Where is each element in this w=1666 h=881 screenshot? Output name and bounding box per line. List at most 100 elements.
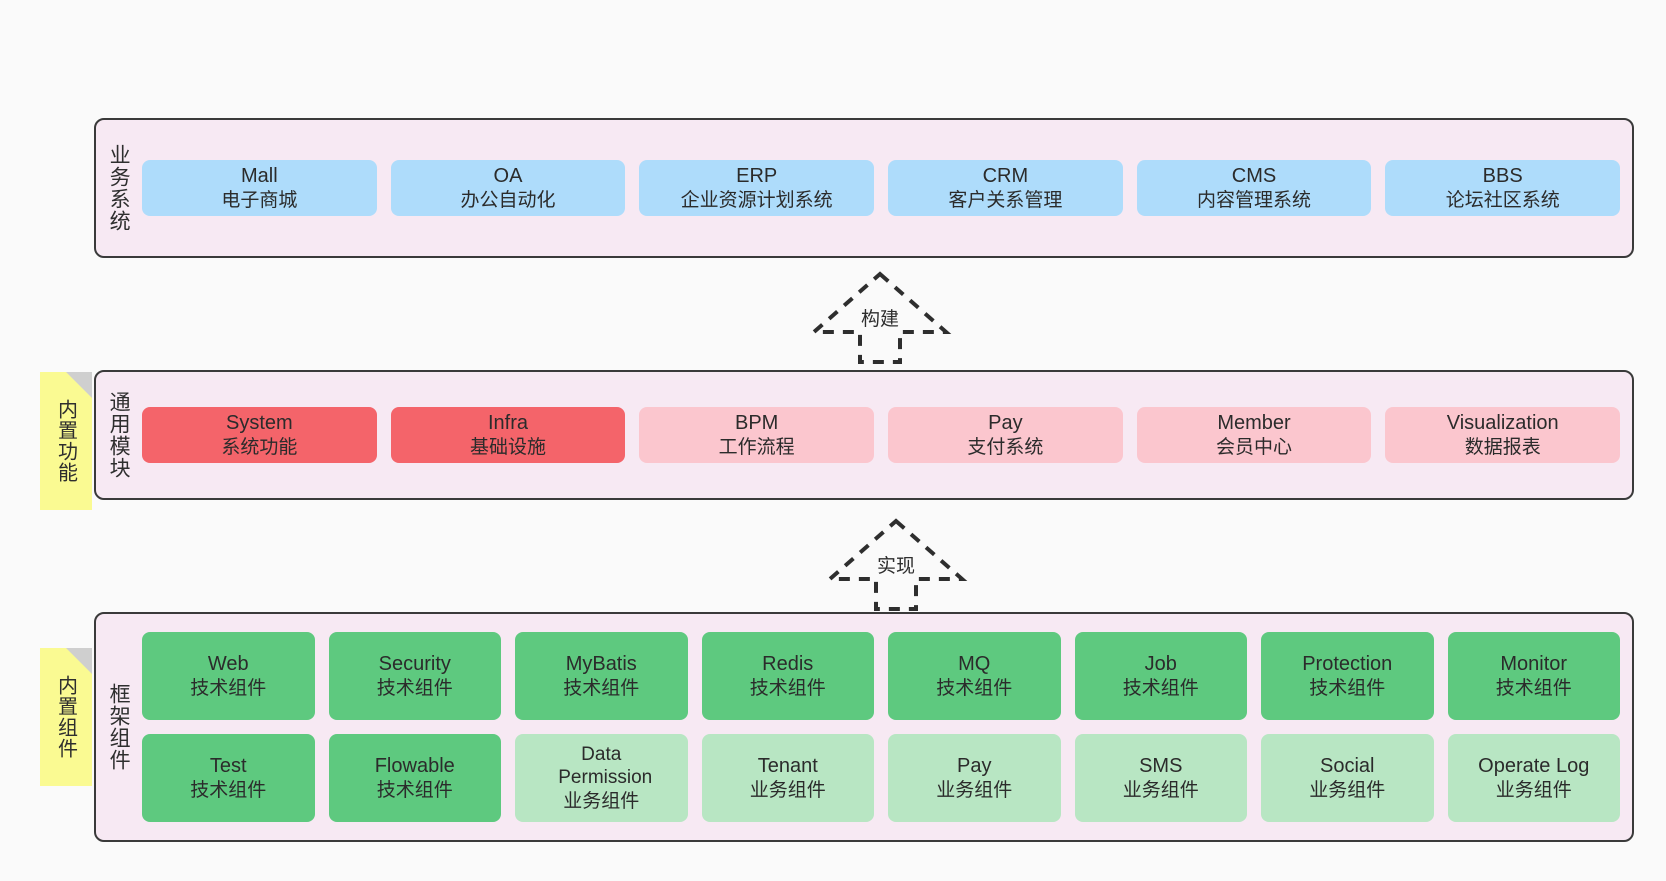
card-title: CMS <box>1231 165 1277 188</box>
layer-framework-component: 框架组件 Web 技术组件 Security 技术组件 MyBatis 技术组件… <box>94 612 1634 842</box>
card-job[interactable]: Job 技术组件 <box>1074 632 1247 720</box>
card-subtitle: 技术组件 <box>1122 677 1199 699</box>
layer-body-framework-component: Web 技术组件 Security 技术组件 MyBatis 技术组件 Redi… <box>140 614 1632 840</box>
card-title: Redis <box>762 653 814 676</box>
card-subtitle: 办公自动化 <box>460 189 556 211</box>
card-title: OA <box>493 165 523 188</box>
card-title: BPM <box>735 412 779 435</box>
card-subtitle: 技术组件 <box>190 779 267 801</box>
card-title: Web <box>207 653 249 676</box>
card-infra[interactable]: Infra 基础设施 <box>390 407 626 463</box>
card-title: Infra <box>487 412 529 435</box>
card-title: BBS <box>1482 165 1523 188</box>
card-title: MQ <box>958 653 991 676</box>
card-title: Security <box>378 653 451 676</box>
card-row: Mall 电子商城 OA 办公自动化 ERP 企业资源计划系统 CRM 客户关系… <box>142 160 1621 216</box>
card-subtitle: 系统功能 <box>221 436 298 458</box>
card-mq[interactable]: MQ 技术组件 <box>888 632 1061 720</box>
card-cms[interactable]: CMS 内容管理系统 <box>1136 160 1372 216</box>
sticky-note-builtin-feature: 内置功能 <box>40 372 92 510</box>
card-erp[interactable]: ERP 企业资源计划系统 <box>639 160 875 216</box>
layer-business-system: 业务系统 Mall 电子商城 OA 办公自动化 ERP 企业资源计划系统 CRM… <box>94 118 1634 258</box>
card-bpm[interactable]: BPM 工作流程 <box>639 407 875 463</box>
card-title: Test <box>209 755 247 778</box>
layer-title-business-system: 业务系统 <box>107 144 131 232</box>
card-subtitle: 技术组件 <box>563 677 640 699</box>
card-visualization[interactable]: Visualization 数据报表 <box>1385 407 1621 463</box>
card-protection[interactable]: Protection 技术组件 <box>1261 632 1434 720</box>
layer-title-common-module: 通用模块 <box>107 391 131 479</box>
card-subtitle: 内容管理系统 <box>1197 189 1312 211</box>
card-title: CRM <box>982 165 1029 188</box>
layer-common-module: 通用模块 System 系统功能 Infra 基础设施 BPM 工作流程 Pay… <box>94 370 1634 500</box>
card-oa[interactable]: OA 办公自动化 <box>390 160 626 216</box>
card-subtitle: 技术组件 <box>190 677 267 699</box>
sticky-note-label: 内置功能 <box>54 399 77 483</box>
card-mall[interactable]: Mall 电子商城 <box>142 160 377 216</box>
card-title: Data Permission <box>558 744 653 789</box>
card-test[interactable]: Test 技术组件 <box>142 734 315 822</box>
card-crm[interactable]: CRM 客户关系管理 <box>888 160 1123 216</box>
card-title: Visualization <box>1446 412 1559 435</box>
card-subtitle: 技术组件 <box>1309 677 1386 699</box>
card-web[interactable]: Web 技术组件 <box>142 632 315 720</box>
card-subtitle: 电子商城 <box>221 189 298 211</box>
card-subtitle: 工作流程 <box>718 436 795 458</box>
card-member[interactable]: Member 会员中心 <box>1136 407 1372 463</box>
card-redis[interactable]: Redis 技术组件 <box>701 632 874 720</box>
card-row: Test 技术组件 Flowable 技术组件 Data Permission … <box>142 734 1620 822</box>
card-title: Monitor <box>1500 653 1568 676</box>
card-system[interactable]: System 系统功能 <box>142 407 377 463</box>
card-title: Pay <box>957 755 992 778</box>
card-pay-component[interactable]: Pay 业务组件 <box>888 734 1061 822</box>
card-subtitle: 业务组件 <box>749 779 826 801</box>
card-title: ERP <box>736 165 778 188</box>
card-title: System <box>225 412 293 435</box>
card-subtitle: 支付系统 <box>967 436 1044 458</box>
card-subtitle: 业务组件 <box>1495 779 1572 801</box>
card-data-permission[interactable]: Data Permission 业务组件 <box>515 734 688 822</box>
card-subtitle: 客户关系管理 <box>948 189 1063 211</box>
card-title: Protection <box>1302 653 1393 676</box>
card-tenant[interactable]: Tenant 业务组件 <box>701 734 874 822</box>
card-operate-log[interactable]: Operate Log 业务组件 <box>1447 734 1620 822</box>
card-subtitle: 业务组件 <box>563 790 640 812</box>
card-title: Pay <box>988 412 1023 435</box>
layer-title-framework-component: 框架组件 <box>107 683 131 771</box>
connector-realize: 实现 <box>816 515 976 615</box>
card-subtitle: 基础设施 <box>470 436 547 458</box>
card-title: MyBatis <box>565 653 637 676</box>
card-subtitle: 技术组件 <box>376 677 453 699</box>
card-subtitle: 业务组件 <box>1122 779 1199 801</box>
card-pay-module[interactable]: Pay 支付系统 <box>888 407 1123 463</box>
card-title: SMS <box>1139 755 1183 778</box>
card-subtitle: 技术组件 <box>749 677 826 699</box>
card-subtitle: 企业资源计划系统 <box>680 189 833 211</box>
connector-build: 构建 <box>800 268 960 368</box>
card-subtitle: 业务组件 <box>936 779 1013 801</box>
layer-body-common-module: System 系统功能 Infra 基础设施 BPM 工作流程 Pay 支付系统… <box>140 372 1632 498</box>
card-subtitle: 技术组件 <box>376 779 453 801</box>
card-bbs[interactable]: BBS 论坛社区系统 <box>1385 160 1621 216</box>
card-social[interactable]: Social 业务组件 <box>1261 734 1434 822</box>
card-subtitle: 会员中心 <box>1216 436 1293 458</box>
sticky-note-label: 内置组件 <box>54 675 77 759</box>
card-title: Tenant <box>757 755 818 778</box>
card-title: Job <box>1144 653 1177 676</box>
card-subtitle: 数据报表 <box>1464 436 1541 458</box>
card-title: Member <box>1217 412 1291 435</box>
card-subtitle: 技术组件 <box>1495 677 1572 699</box>
card-sms[interactable]: SMS 业务组件 <box>1074 734 1247 822</box>
card-subtitle: 论坛社区系统 <box>1445 189 1560 211</box>
card-subtitle: 技术组件 <box>936 677 1013 699</box>
card-security[interactable]: Security 技术组件 <box>328 632 501 720</box>
card-title: Operate Log <box>1478 755 1590 778</box>
card-title: Flowable <box>374 755 455 778</box>
card-flowable[interactable]: Flowable 技术组件 <box>328 734 501 822</box>
card-row: Web 技术组件 Security 技术组件 MyBatis 技术组件 Redi… <box>142 632 1620 720</box>
card-monitor[interactable]: Monitor 技术组件 <box>1447 632 1620 720</box>
card-subtitle: 业务组件 <box>1309 779 1386 801</box>
sticky-note-builtin-component: 内置组件 <box>40 648 92 786</box>
card-mybatis[interactable]: MyBatis 技术组件 <box>515 632 688 720</box>
